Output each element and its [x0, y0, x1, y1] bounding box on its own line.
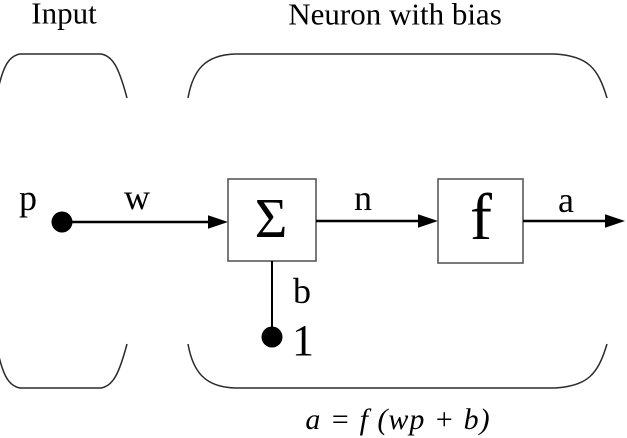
- input-bottom-bracket: [0, 343, 128, 389]
- transfer-function-symbol: f: [470, 181, 492, 254]
- input-region-title: Input: [31, 0, 97, 31]
- bias-label-b: b: [293, 271, 311, 311]
- net-input-arrowhead-icon: [418, 214, 438, 228]
- transfer-box: [437, 178, 524, 264]
- input-top-bracket: [0, 53, 128, 99]
- sum-symbol: Σ: [254, 188, 288, 250]
- neuron-equation: a = f (wp + b): [305, 403, 491, 436]
- neuron-region-title: Neuron with bias: [288, 0, 502, 32]
- neuron-top-bracket: [187, 53, 608, 99]
- input-node-dot: [51, 211, 73, 233]
- net-input-label-n: n: [354, 178, 372, 218]
- input-label-p: p: [19, 178, 37, 218]
- neuron-bottom-bracket: [187, 343, 608, 389]
- output-label-a: a: [558, 180, 574, 220]
- output-arrowhead-icon: [605, 214, 625, 228]
- bias-node-dot: [261, 326, 283, 348]
- weight-arrowhead-icon: [208, 215, 228, 229]
- bias-constant-label: 1: [292, 316, 314, 365]
- weight-label-w: w: [124, 177, 150, 217]
